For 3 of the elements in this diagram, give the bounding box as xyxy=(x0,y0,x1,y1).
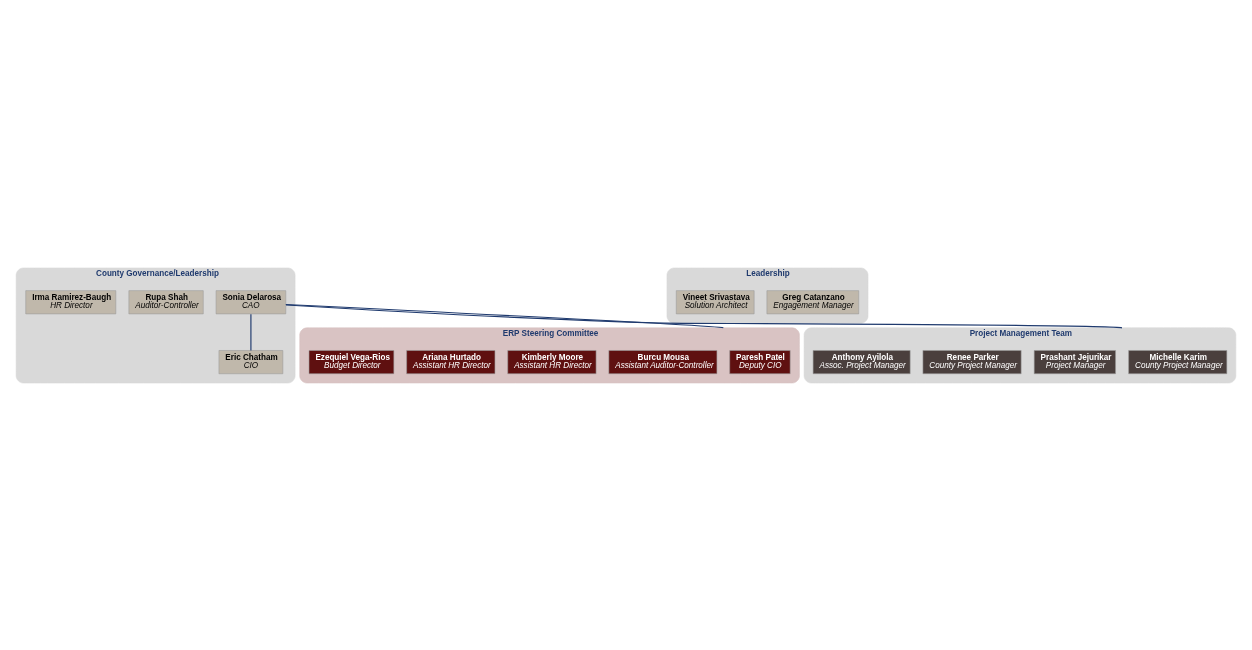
connector xyxy=(285,303,724,328)
connector xyxy=(250,313,252,351)
connector xyxy=(285,303,1123,328)
